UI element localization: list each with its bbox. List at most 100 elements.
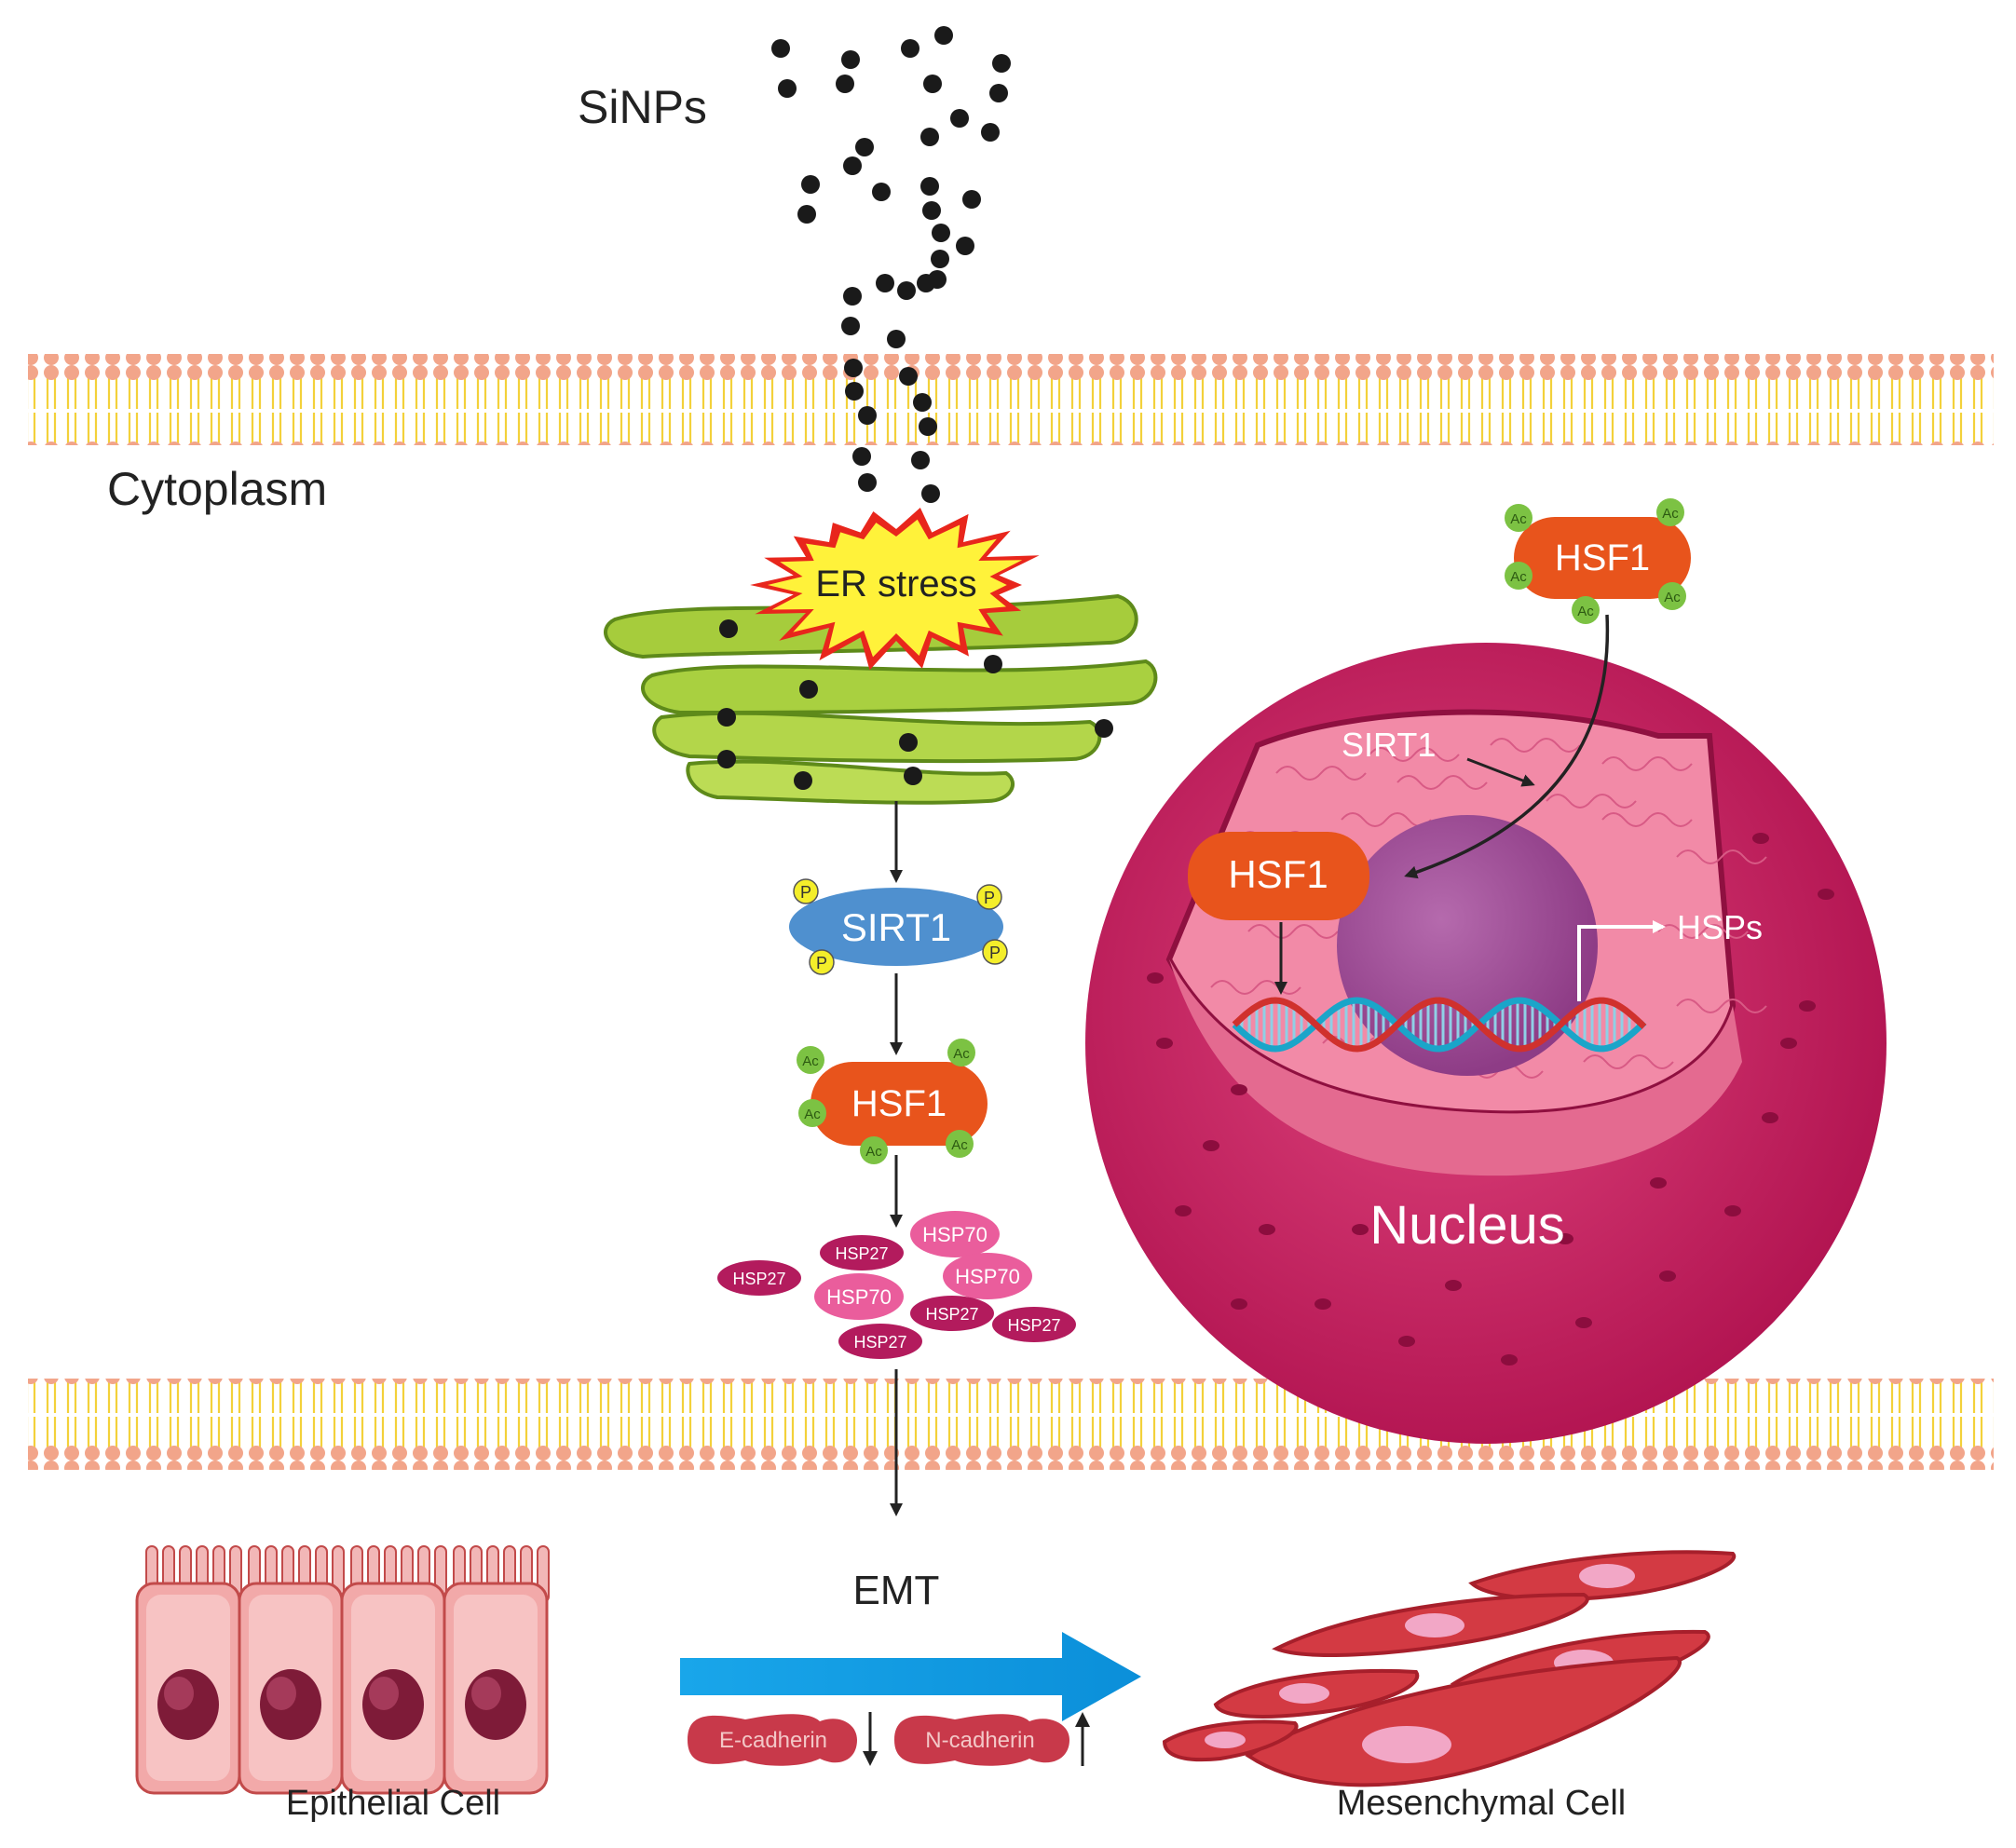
svg-text:HSP70: HSP70 xyxy=(826,1285,892,1309)
mesenchymal-cell xyxy=(1213,1668,1420,1719)
svg-text:HSP70: HSP70 xyxy=(922,1223,988,1246)
acetyl-mark: Ac xyxy=(1572,596,1600,624)
epithelial-cell xyxy=(340,1545,447,1795)
sinp-particle xyxy=(989,84,1008,102)
nuclear-pore xyxy=(1156,1038,1173,1049)
sinp-particle xyxy=(801,175,820,194)
mesenchymal-cell xyxy=(1245,1655,1682,1787)
sinp-particle xyxy=(931,250,949,268)
nuclear-pore xyxy=(1762,1112,1778,1123)
emt-arrow xyxy=(680,1632,1141,1721)
epithelial-cell xyxy=(443,1545,550,1795)
svg-text:HSP70: HSP70 xyxy=(955,1265,1020,1288)
sinp-particle xyxy=(920,128,939,146)
e-cadherin-label: E-cadherin xyxy=(719,1728,827,1753)
hsf1-protein-deacetylated: HSF1 xyxy=(1188,832,1369,920)
svg-text:P: P xyxy=(989,944,1001,962)
e-cadherin: E-cadherin xyxy=(688,1714,857,1766)
hsps-label: HSPs xyxy=(1677,908,1763,946)
sinp-particle xyxy=(717,708,736,727)
nuclear-pore xyxy=(1650,1177,1667,1189)
chromatin-strand xyxy=(1369,747,1460,762)
hsf1-protein: HSF1 Ac Ac Ac Ac Ac xyxy=(797,1039,988,1164)
nuclear-pore xyxy=(1175,1205,1192,1216)
hsp-cluster: HSP70 HSP27 HSP70 HSP27 HSP70 HSP27 HSP2… xyxy=(717,1211,1076,1359)
sinp-particle xyxy=(797,205,816,224)
svg-text:HSP27: HSP27 xyxy=(1007,1316,1060,1335)
hsp27-protein: HSP27 xyxy=(992,1307,1076,1342)
sinp-particle xyxy=(858,406,877,425)
svg-text:P: P xyxy=(816,954,827,972)
acetyl-mark: Ac xyxy=(1658,582,1686,610)
sinp-particle xyxy=(719,619,738,638)
upper-cell-membrane xyxy=(28,354,1994,445)
nuclear-sirt1-label: SIRT1 xyxy=(1342,726,1436,764)
sinp-particle xyxy=(855,138,874,156)
sinp-particle xyxy=(778,79,797,98)
svg-text:Ac: Ac xyxy=(1577,604,1594,619)
hsp27-protein: HSP27 xyxy=(717,1260,801,1296)
svg-text:Ac: Ac xyxy=(1510,511,1527,527)
acetyl-mark: Ac xyxy=(860,1136,888,1164)
sinp-particle xyxy=(928,270,947,289)
chromatin-strand xyxy=(1490,738,1581,753)
nuclear-pore xyxy=(1557,1233,1573,1244)
hsp27-protein: HSP27 xyxy=(820,1235,904,1270)
sinp-particle xyxy=(887,330,906,348)
svg-text:Ac: Ac xyxy=(1662,506,1679,522)
sirt1-label: SIRT1 xyxy=(841,905,951,949)
n-cadherin: N-cadherin xyxy=(894,1714,1069,1766)
sinp-particle xyxy=(934,26,953,45)
phospho-mark: P xyxy=(809,949,835,975)
sinp-particle xyxy=(919,417,937,436)
acetyl-mark: Ac xyxy=(1505,562,1532,590)
lower-cell-membrane xyxy=(28,1379,1994,1470)
sinp-particle xyxy=(794,771,812,790)
sinp-particle xyxy=(932,224,950,242)
sinp-particle xyxy=(897,281,916,300)
epithelial-cell-label: Epithelial Cell xyxy=(286,1784,500,1823)
sinp-particle xyxy=(843,156,862,175)
acetyl-mark: Ac xyxy=(798,1099,826,1127)
nuclear-pore xyxy=(1799,1000,1816,1012)
sinp-particle xyxy=(920,177,939,196)
chromatin-strand xyxy=(1601,812,1693,827)
sinp-particle xyxy=(950,109,969,128)
svg-text:P: P xyxy=(984,889,995,907)
sinp-particle xyxy=(836,75,854,93)
mesenchymal-cell xyxy=(1272,1592,1589,1657)
er-stress-label: ER stress xyxy=(815,564,976,605)
acetyl-mark: Ac xyxy=(797,1046,824,1074)
svg-text:Ac: Ac xyxy=(865,1144,882,1160)
sinp-particle xyxy=(843,287,862,306)
chromatin-strand xyxy=(1546,794,1637,808)
svg-text:Ac: Ac xyxy=(953,1046,970,1062)
nuclear-pore xyxy=(1445,1280,1462,1291)
svg-text:Ac: Ac xyxy=(1510,569,1527,585)
nuclear-pore xyxy=(1231,1084,1247,1095)
acetyl-mark: Ac xyxy=(947,1039,975,1067)
chromatin-strand xyxy=(1275,766,1367,781)
n-cadherin-label: N-cadherin xyxy=(925,1728,1034,1753)
nuclear-pore xyxy=(1398,1336,1415,1347)
svg-text:HSP27: HSP27 xyxy=(732,1270,785,1288)
sinp-particle xyxy=(921,484,940,503)
sinp-particle xyxy=(992,54,1011,73)
phospho-mark: P xyxy=(982,939,1008,965)
svg-text:Ac: Ac xyxy=(804,1107,821,1122)
chromatin-strand xyxy=(1396,775,1488,790)
hsp27-protein: HSP27 xyxy=(910,1296,994,1331)
sinp-particle xyxy=(922,201,941,220)
sinp-particle xyxy=(841,317,860,335)
chromatin-strand xyxy=(1341,812,1432,827)
cytoplasm-label: Cytoplasm xyxy=(107,463,327,515)
nucleus: Nucleus xyxy=(1085,643,1887,1444)
sinp-particle xyxy=(845,382,864,401)
epithelial-cells xyxy=(135,1545,550,1795)
sinp-particle xyxy=(717,750,736,768)
nuclear-pore xyxy=(1147,972,1164,984)
emt-label: EMT xyxy=(853,1568,940,1613)
sinps-label: SiNPs xyxy=(578,81,707,133)
mesenchymal-cell-label: Mesenchymal Cell xyxy=(1337,1784,1626,1823)
